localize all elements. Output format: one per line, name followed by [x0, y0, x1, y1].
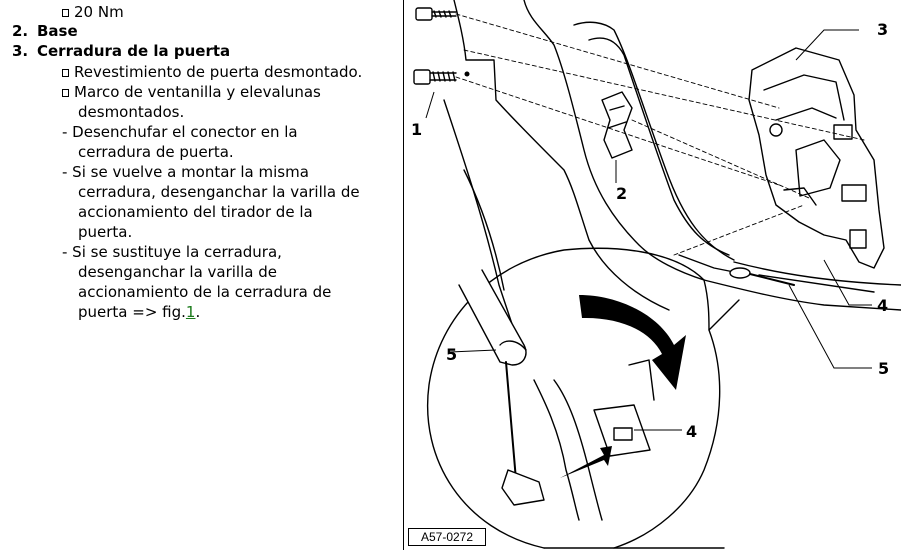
step-text: desenganchar la varilla de [78, 263, 277, 281]
door-lock-diagram [413, 0, 901, 549]
step-text: cerradura de puerta. [78, 143, 234, 161]
section-heading-base: Base [37, 22, 78, 40]
figure-link[interactable]: 1 [185, 303, 196, 321]
step-text: - Si se sustituye la cerradura, [62, 243, 282, 261]
callout-label: 4 [686, 422, 698, 441]
step-text: accionamiento de la cerradura de [78, 283, 332, 301]
square-bullet-icon [62, 89, 69, 97]
item-number: 2. [12, 22, 29, 40]
step-text: puerta => fig.1. [78, 303, 201, 321]
list-item: Revestimiento de puerta desmontado. [62, 62, 362, 82]
step-text: cerradura, desenganchar la varilla de [78, 183, 360, 201]
callout-label: 5 [446, 345, 458, 364]
square-bullet-icon [62, 9, 69, 17]
item-number: 3. [12, 42, 29, 60]
column-divider [403, 0, 404, 550]
list-item: 20 Nm [62, 2, 124, 22]
step-text: - Desenchufar el conector en la [62, 123, 298, 141]
callout-label: 1 [411, 120, 423, 139]
section-heading-lock: Cerradura de la puerta [37, 42, 231, 60]
callout-label: 2 [616, 184, 628, 203]
callout-label: 3 [877, 20, 889, 39]
list-item-continuation: desmontados. [78, 103, 185, 121]
figure-code: A57-0272 [408, 528, 486, 546]
list-item: Marco de ventanilla y elevalunas [62, 82, 321, 102]
step-text: - Si se vuelve a montar la misma [62, 163, 309, 181]
step-text: accionamiento del tirador de la [78, 203, 313, 221]
callout-label: 5 [878, 359, 890, 378]
callout-label: 4 [877, 296, 889, 315]
square-bullet-icon [62, 69, 69, 77]
step-text: puerta. [78, 223, 133, 241]
